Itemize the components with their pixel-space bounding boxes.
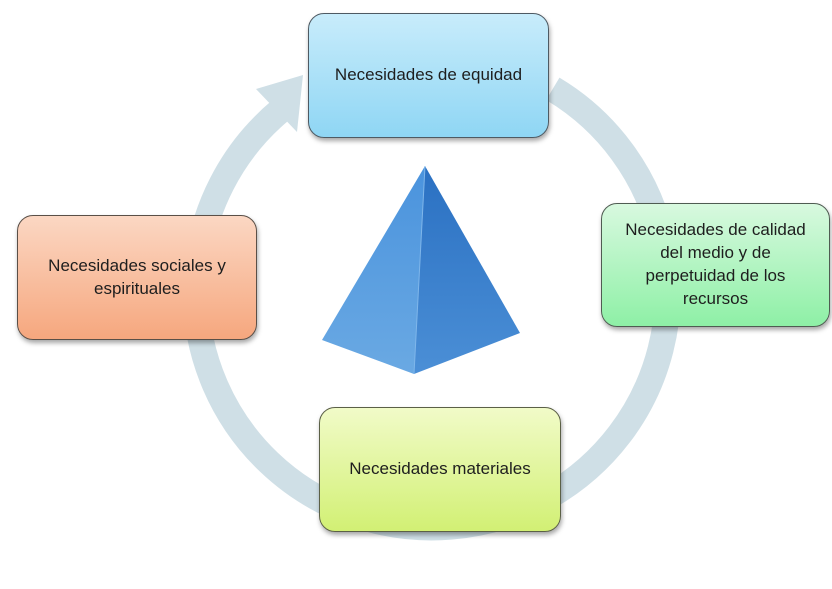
pyramid-edge bbox=[413, 165, 426, 375]
node-social-spiritual-label: Necesidades sociales y espirituales bbox=[48, 255, 226, 298]
node-environment-quality-label: Necesidades de calidad del medio y de pe… bbox=[625, 220, 806, 308]
pyramid-icon bbox=[322, 165, 520, 375]
pyramid-face-right bbox=[414, 166, 520, 374]
node-material-label: Necesidades materiales bbox=[349, 459, 531, 479]
pyramid-face-left bbox=[322, 166, 425, 374]
cycle-arrowhead bbox=[256, 75, 303, 132]
node-environment-quality: Necesidades de calidad del medio y de pe… bbox=[601, 203, 830, 327]
node-social-spiritual: Necesidades sociales y espirituales bbox=[17, 215, 257, 340]
node-material: Necesidades materiales bbox=[319, 407, 561, 532]
node-equity-label: Necesidades de equidad bbox=[334, 65, 523, 85]
node-equity: Necesidades de equidad bbox=[308, 13, 549, 138]
